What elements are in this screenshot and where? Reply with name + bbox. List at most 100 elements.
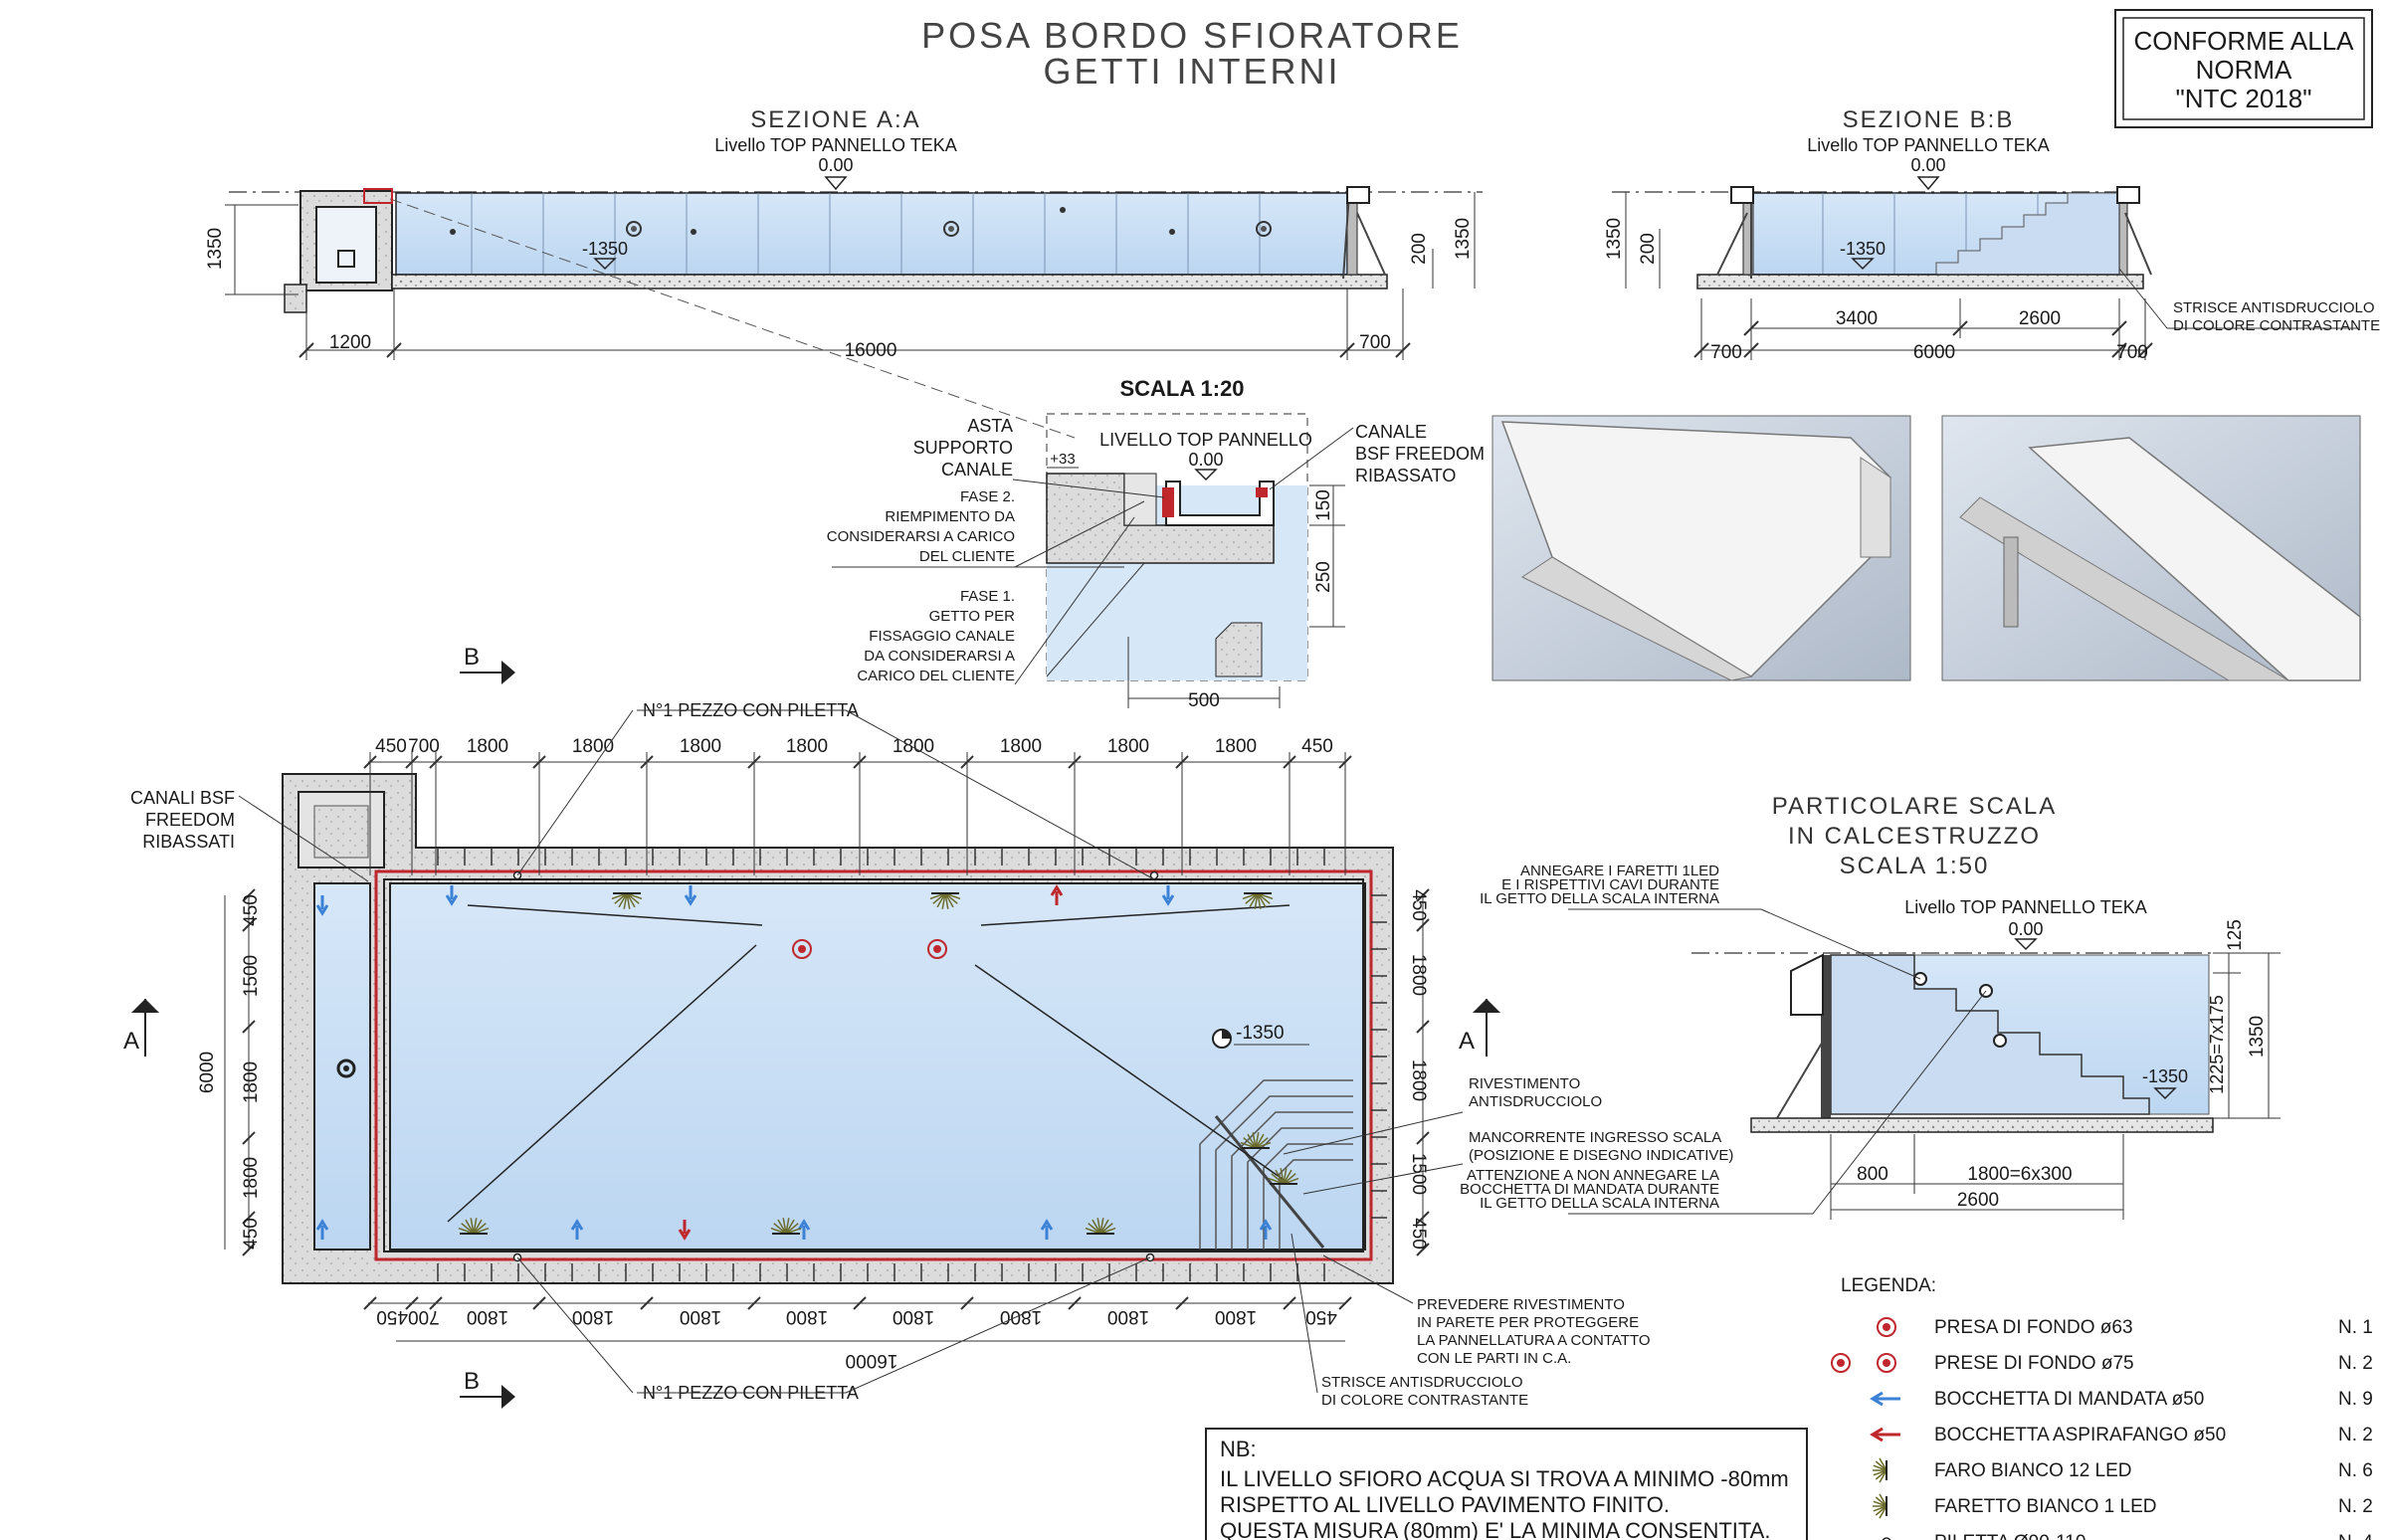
rivestimento-line1: RIVESTIMENTO bbox=[1469, 1075, 1580, 1092]
stair-attenzione-line1: ATTENZIONE A NON ANNEGARE LA bbox=[1467, 1167, 1719, 1184]
detail-fase2-line4: DEL CLIENTE bbox=[919, 548, 1015, 565]
dim-bb-200: 200 bbox=[1638, 233, 1659, 265]
bocchetta-mandata-icon bbox=[445, 885, 459, 906]
dim-plan-top: 450 bbox=[1301, 736, 1333, 757]
render-image-1 bbox=[1491, 415, 1911, 681]
section-bb-level-label: Livello TOP PANNELLO TEKA bbox=[1807, 135, 2049, 155]
legend-item-qty: N. 6 bbox=[2338, 1460, 2373, 1481]
dim-detail-500: 500 bbox=[1188, 690, 1220, 711]
section-marker-a-left: A bbox=[123, 999, 159, 1057]
detail-fase1-line5: CARICO DEL CLIENTE bbox=[857, 668, 1015, 684]
legend-item: PILETTA Ø90-110N. 4 bbox=[1882, 1532, 2373, 1540]
dim-plan-left: 1800 bbox=[241, 1157, 262, 1199]
faro-bianco-icon bbox=[770, 1218, 802, 1235]
faro-bianco-icon bbox=[1242, 892, 1274, 909]
dim-plan-top: 450 bbox=[375, 736, 407, 757]
bocchetta-mandata-icon bbox=[315, 1219, 329, 1240]
dim-plan-total-16000: 16000 bbox=[846, 1350, 898, 1371]
dim-plan-top: 1800 bbox=[680, 736, 721, 757]
section-bb-title: SEZIONE B:B bbox=[1843, 106, 2015, 133]
legend-title: LEGENDA: bbox=[1841, 1275, 1936, 1296]
section-mark-b-bottom: B bbox=[464, 1368, 480, 1395]
detail-fase1-line3: FISSAGGIO CANALE bbox=[869, 628, 1015, 645]
stair-dim-2600: 2600 bbox=[1957, 1190, 1999, 1211]
bocchetta-mandata-icon bbox=[1161, 885, 1175, 906]
strisce-line1: STRISCE ANTISDRUCCIOLO bbox=[1321, 1374, 1523, 1391]
light-1led-icon bbox=[1873, 1493, 1887, 1519]
section-mark-a-left: A bbox=[123, 1028, 139, 1055]
strisce-line2: DI COLORE CONTRASTANTE bbox=[1321, 1392, 1528, 1409]
dim-detail-150: 150 bbox=[1313, 489, 1334, 521]
section-marker-a-right: A bbox=[1459, 999, 1500, 1057]
mancorrente-line1: MANCORRENTE INGRESSO SCALA bbox=[1469, 1129, 1721, 1146]
legend-item-label: BOCCHETTA ASPIRAFANGO ø50 bbox=[1934, 1425, 2226, 1445]
dim-plan-left: 1500 bbox=[241, 955, 262, 997]
dim-plan-top: 1800 bbox=[467, 736, 508, 757]
faro-bianco-icon bbox=[611, 892, 643, 909]
stair-title-line1: PARTICOLARE SCALA bbox=[1772, 793, 2058, 820]
canali-label-line1: CANALI BSF bbox=[130, 788, 235, 808]
bocchetta-mandata-icon bbox=[1040, 1219, 1054, 1240]
legend-item-qty: N. 1 bbox=[2338, 1317, 2373, 1338]
legend-item-label: FARO BIANCO 12 LED bbox=[1934, 1460, 2132, 1481]
prevedere-line1: PREVEDERE RIVESTIMENTO bbox=[1417, 1296, 1625, 1313]
dim-plan-bottom: 1800 bbox=[786, 1306, 828, 1327]
dim-plan-left: 1800 bbox=[241, 1061, 262, 1103]
legend-item-label: BOCCHETTA DI MANDATA ø50 bbox=[1934, 1389, 2204, 1410]
legend-item-label: PILETTA Ø90-110 bbox=[1934, 1532, 2086, 1540]
dim-plan-right: 1800 bbox=[1408, 1059, 1429, 1101]
detail-fase1-line2: GETTO PER bbox=[929, 608, 1016, 625]
dim-bb-1350: 1350 bbox=[1604, 218, 1625, 260]
canali-label-line2: FREEDOM bbox=[145, 810, 235, 830]
section-marker-b-top: B bbox=[460, 644, 515, 684]
dim-bb-2600: 2600 bbox=[2019, 308, 2061, 329]
bocchetta-mandata-icon bbox=[315, 895, 329, 916]
dim-plan-top: 700 bbox=[408, 736, 440, 757]
detail-scale: SCALA 1:20 bbox=[1119, 376, 1244, 401]
dim-aa-1200: 1200 bbox=[329, 332, 371, 353]
dim-detail-250: 250 bbox=[1313, 561, 1334, 593]
prevedere-line2: IN PARETE PER PROTEGGERE bbox=[1417, 1314, 1639, 1331]
detail-asta-line2: SUPPORTO bbox=[913, 438, 1013, 458]
section-bb-depth: -1350 bbox=[1840, 239, 1886, 259]
dim-plan-bottom-last: 450 bbox=[1305, 1306, 1337, 1327]
section-aa-depth: -1350 bbox=[582, 239, 628, 259]
stair-dim-1350: 1350 bbox=[2247, 1016, 2268, 1058]
detail-plus33: +33 bbox=[1050, 451, 1075, 468]
faro-bianco-icon bbox=[1240, 1132, 1272, 1149]
section-aa-level-value: 0.00 bbox=[818, 155, 853, 175]
light-12led-icon bbox=[1873, 1457, 1887, 1483]
bocchetta-mandata-icon bbox=[684, 885, 697, 906]
drawing-title-line1: POSA BORDO SFIORATORE bbox=[921, 15, 1463, 56]
section-aa-title: SEZIONE A:A bbox=[750, 106, 920, 133]
dim-plan-bottom: 1800 bbox=[1107, 1306, 1149, 1327]
drain-red-icon bbox=[1877, 1317, 1896, 1337]
section-bb-note-line2: DI COLORE CONTRASTANTE bbox=[2173, 317, 2380, 334]
stair-dim-125: 125 bbox=[2225, 919, 2246, 951]
detail-fase2-line2: RIEMPIMENTO DA bbox=[885, 508, 1015, 525]
section-mark-a-right: A bbox=[1459, 1028, 1475, 1055]
note-line1: IL LIVELLO SFIORO ACQUA SI TROVA A MINIM… bbox=[1220, 1466, 1789, 1491]
stair-dim-1225: 1225=7x175 bbox=[2207, 995, 2227, 1094]
dim-plan-right: 1500 bbox=[1408, 1153, 1429, 1195]
stair-detail: PARTICOLARE SCALA IN CALCESTRUZZO SCALA … bbox=[1460, 793, 2281, 1220]
faro-bianco-icon bbox=[458, 1218, 490, 1235]
bocchetta-aspirafango-icon bbox=[678, 1220, 692, 1241]
stair-level-label: Livello TOP PANNELLO TEKA bbox=[1904, 897, 2146, 917]
detail-fase2-line3: CONSIDERARSI A CARICO bbox=[827, 528, 1015, 545]
dim-plan-top: 1800 bbox=[1215, 736, 1257, 757]
section-mark-b-top: B bbox=[464, 644, 480, 671]
note-box: NB: IL LIVELLO SFIORO ACQUA SI TROVA A M… bbox=[1205, 1428, 1808, 1540]
detail-asta-line1: ASTA bbox=[967, 416, 1013, 436]
section-aa: SEZIONE A:A Livello TOP PANNELLO TEKA 0.… bbox=[205, 106, 1483, 439]
stair-annegare-line3: IL GETTO DELLA SCALA INTERNA bbox=[1480, 890, 1719, 907]
dim-bb-6000: 6000 bbox=[1913, 342, 1955, 363]
depth-marker-icon bbox=[1212, 1029, 1232, 1049]
dim-aa-left-1350: 1350 bbox=[205, 228, 226, 270]
dim-plan-bottom-first: 700450 bbox=[376, 1306, 439, 1327]
detail-1-20: SCALA 1:20 ASTA SUPPORTO CANALE FASE 2. … bbox=[827, 376, 1485, 711]
dim-aa-16000: 16000 bbox=[845, 340, 897, 361]
legend-item-label: FARETTO BIANCO 1 LED bbox=[1934, 1496, 2156, 1517]
arrow-red-icon bbox=[1870, 1427, 1900, 1443]
